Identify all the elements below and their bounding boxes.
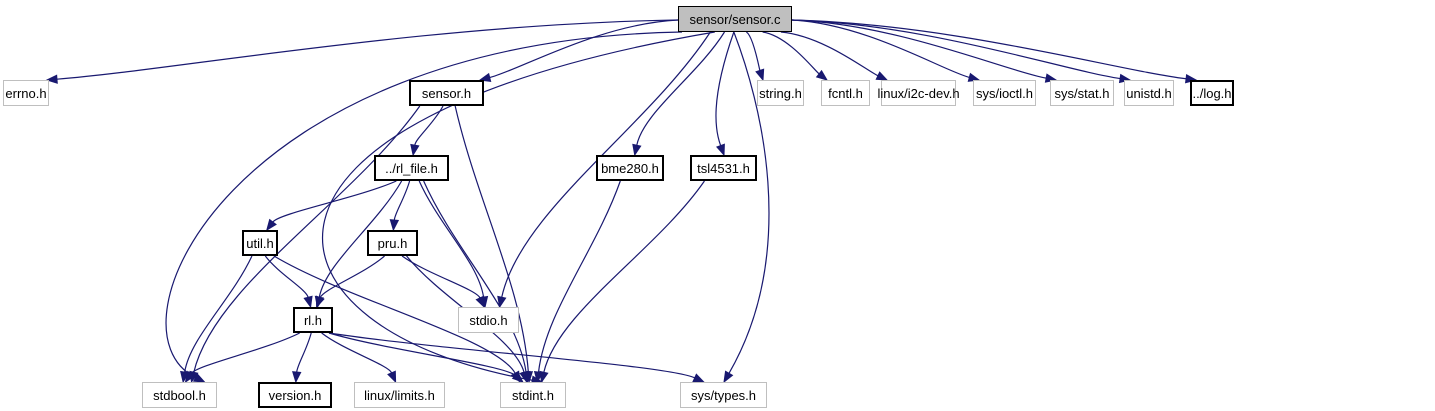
edge-sensor_h-to-stdint (454, 105, 529, 373)
edge-sensor_c-to-errno (56, 19, 679, 80)
node-string[interactable]: string.h (757, 80, 804, 106)
arrowhead-icon (180, 370, 190, 384)
edge-rl_file-to-pru (393, 180, 411, 221)
edge-rl_file-to-util (272, 180, 397, 223)
node-stdio[interactable]: stdio.h (458, 307, 519, 333)
arrowhead-icon (519, 370, 529, 384)
node-fcntl[interactable]: fcntl.h (821, 80, 870, 106)
edge-rl_file-to-rl (318, 180, 403, 298)
node-bme280[interactable]: bme280.h (596, 155, 664, 181)
node-stdint[interactable]: stdint.h (500, 382, 566, 408)
arrowhead-icon (315, 295, 325, 309)
arrowhead-icon (692, 373, 705, 383)
node-log[interactable]: ../log.h (1190, 80, 1234, 106)
edge-tsl4531-to-stdint (543, 180, 705, 373)
arrowhead-icon (875, 71, 889, 81)
edge-rl_file-to-stdio (418, 180, 485, 298)
node-sensor-c[interactable]: sensor/sensor.c (678, 6, 792, 32)
arrowhead-icon (292, 371, 302, 384)
arrowhead-icon (45, 74, 58, 84)
node-util[interactable]: util.h (242, 230, 278, 256)
edge-rl-to-limits (321, 332, 393, 374)
edge-rl-to-version (296, 332, 312, 373)
node-limits[interactable]: linux/limits.h (354, 382, 445, 408)
edge-sensor_c-to-systypes (728, 31, 770, 374)
edge-sensor_c-to-stdint (321, 31, 715, 381)
node-rl[interactable]: rl.h (293, 307, 333, 333)
arrowhead-icon (303, 295, 313, 309)
node-systypes[interactable]: sys/types.h (680, 382, 767, 408)
node-errno[interactable]: errno.h (3, 80, 49, 106)
arrowhead-icon (723, 370, 734, 384)
arrowhead-icon (387, 370, 397, 384)
edge-sensor_h-to-rl_file (414, 105, 444, 146)
edge-sensor_c-to-string (745, 31, 761, 71)
edge-bme280-to-stdint (537, 180, 621, 373)
edge-sensor_c-to-ioctl (791, 19, 970, 78)
arrowhead-icon (192, 373, 206, 383)
edge-util-to-rl (264, 255, 309, 298)
arrowhead-icon (815, 69, 829, 81)
edge-sensor_c-to-fcntl (762, 31, 820, 75)
node-tsl4531[interactable]: tsl4531.h (690, 155, 757, 181)
edge-sensor_c-to-unistd (791, 19, 1121, 80)
arrowhead-icon (478, 72, 492, 83)
arrowhead-icon (715, 143, 725, 157)
edge-util-to-stdbool (184, 255, 253, 373)
edge-sensor_c-to-sensor_h (489, 19, 679, 79)
edge-sensor_c-to-bme280 (636, 31, 726, 146)
edge-rl_file-to-stdint (423, 180, 527, 373)
edge-pru-to-rl (319, 255, 385, 298)
edge-rl-to-stdbool (190, 332, 300, 375)
arrowhead-icon (389, 219, 400, 232)
node-ioctl[interactable]: sys/ioctl.h (973, 80, 1036, 106)
arrowhead-icon (539, 370, 549, 384)
edge-rl-to-stdint (328, 332, 516, 376)
arrowhead-icon (755, 68, 765, 82)
node-stdbool[interactable]: stdbool.h (142, 382, 217, 408)
node-stat[interactable]: sys/stat.h (1050, 80, 1114, 106)
edge-sensor_c-to-stdbool (165, 31, 683, 379)
edge-pru-to-stdio (401, 255, 481, 299)
node-sensor-h[interactable]: sensor.h (409, 80, 484, 106)
node-pru[interactable]: pru.h (367, 230, 418, 256)
node-unistd[interactable]: unistd.h (1124, 80, 1174, 106)
edge-sensor_c-to-log (791, 19, 1187, 80)
arrowhead-icon (410, 143, 420, 157)
edge-rl-to-systypes (328, 332, 695, 379)
node-i2cdev[interactable]: linux/i2c-dev.h (877, 80, 960, 106)
arrowhead-icon (266, 218, 277, 232)
edge-sensor_c-to-tsl4531 (715, 31, 735, 146)
node-rl-file[interactable]: ../rl_file.h (374, 155, 449, 181)
arrowhead-icon (632, 143, 642, 157)
arrowhead-icon (511, 371, 524, 383)
node-version[interactable]: version.h (258, 382, 332, 408)
arrowhead-icon (497, 295, 507, 309)
edge-sensor_h-to-stdbool (193, 105, 421, 373)
edge-sensor_c-to-stdio (501, 31, 711, 298)
edge-sensor_c-to-i2cdev (780, 31, 879, 77)
arrowhead-icon (475, 295, 485, 309)
edge-util-to-stdint (273, 255, 516, 374)
arrowhead-icon (184, 370, 196, 384)
edge-sensor_c-to-stat (791, 19, 1047, 79)
